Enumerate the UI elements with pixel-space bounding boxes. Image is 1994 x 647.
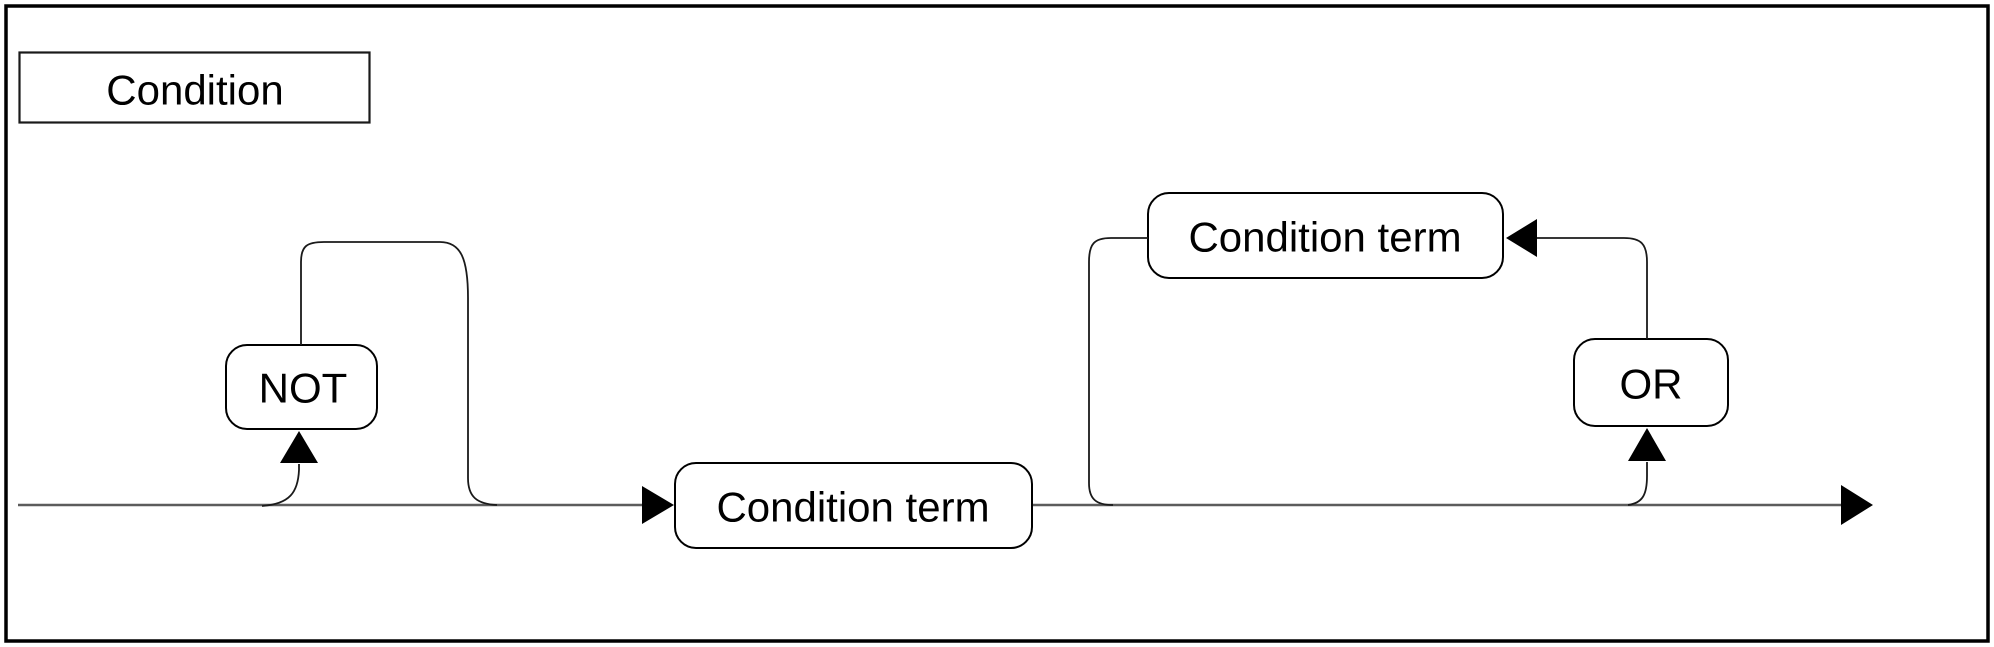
loop-return-path	[1088, 237, 1148, 506]
or-branch-up-curve	[1627, 462, 1648, 506]
exit-arrow-right-icon	[1841, 485, 1873, 525]
rule-title-label: Condition	[106, 67, 283, 114]
node-not-label: NOT	[259, 365, 348, 412]
node-condition-term-label: Condition term	[716, 484, 989, 531]
node-loop-condition-term-label: Condition term	[1188, 214, 1461, 261]
or-to-loop-term-path	[1537, 237, 1648, 339]
rule-title-box	[18, 51, 371, 124]
not-branch-up-curve	[261, 464, 300, 507]
loop-term-entry-arrow-left-icon	[1506, 219, 1537, 257]
node-loop-condition-term-box	[1147, 192, 1504, 279]
node-or-label: OR	[1620, 361, 1683, 408]
not-entry-arrow-up-icon	[280, 431, 318, 463]
term-entry-arrow-right-icon	[642, 486, 674, 524]
not-branch-return-path	[300, 241, 498, 506]
node-or-box	[1573, 338, 1729, 427]
or-entry-arrow-up-icon	[1628, 428, 1666, 461]
node-condition-term-box	[674, 462, 1033, 549]
